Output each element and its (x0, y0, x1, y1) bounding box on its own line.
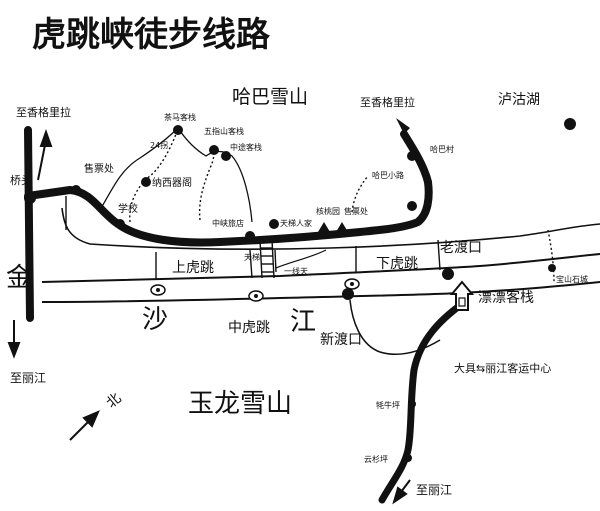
ladder-symbol (259, 239, 275, 279)
marker-tea-horse (173, 125, 183, 135)
label-tianti-inn: 天梯人家 (280, 218, 312, 228)
connector-laodukou (437, 239, 441, 271)
marker-zhongxia (245, 231, 255, 241)
arrow-to-lijiang-left (7, 320, 21, 359)
marker-five-finger (209, 145, 219, 155)
label-xindukou: 新渡口 (320, 332, 362, 348)
mountain-outline (99, 126, 253, 223)
label-tianti: 天梯 (244, 252, 260, 262)
marker-haba-path (407, 201, 417, 211)
marker-ticket-office-1 (71, 185, 81, 195)
river-north-bank (41, 253, 600, 283)
label-ticket-office-2: 售票处 (344, 206, 368, 216)
label-piaopiao-inn: 漂漂客栈 (478, 289, 534, 306)
label-river-jiang: 江 (290, 307, 316, 337)
marker-ticket-office-2 (336, 222, 348, 232)
label-naxi-inn: 纳西器阁 (152, 176, 192, 189)
label-river-sha: 沙 (142, 305, 168, 335)
label-haba-village: 哈巴村 (430, 144, 454, 154)
label-lugu-lake: 泸沽湖 (498, 92, 540, 108)
label-tea-horse-inn: 茶马客栈 (164, 112, 196, 122)
arrow-to-lijiang-bottom (392, 479, 411, 505)
trail-dotted-1 (129, 133, 177, 223)
label-yunshanping: 云杉坪 (364, 454, 388, 464)
label-yulong-mountain: 玉龙雪山 (188, 389, 292, 419)
label-halfway-inn: 中途客栈 (230, 142, 262, 152)
qiaotou-road (24, 126, 34, 322)
label-laodukou: 老渡口 (440, 240, 482, 256)
trail-dotted-4 (547, 229, 555, 283)
yixiantian-path (275, 249, 327, 269)
label-maoniuping: 牦牛坪 (376, 400, 400, 410)
arrow-to-shangrila-right (396, 118, 410, 134)
marker-zhonghutiao-ring (248, 290, 264, 302)
label-to-lijiang-bottom: 至丽江 (416, 483, 452, 497)
river-south-bank (41, 281, 600, 303)
label-zhongxia-hotel: 中峡旅店 (212, 218, 244, 228)
north-arrow (69, 410, 100, 441)
label-yixiantian: 一线天 (284, 266, 308, 276)
marker-viewing-platform (318, 222, 330, 232)
label-ticket-office-1: 售票处 (84, 162, 114, 175)
label-shanghutiao: 上虎跳 (172, 260, 214, 276)
north-road (61, 207, 600, 250)
label-baoshan-stone: 宝山石城 (556, 274, 588, 284)
connector-yixiantian (274, 249, 277, 273)
label-24-bends: 24拐 (150, 140, 168, 150)
label-daju-transit: 大具⇆丽江客运中心 (454, 361, 551, 375)
marker-halfway (221, 151, 231, 161)
map-title: 虎跳峡徒步线路 (32, 15, 271, 55)
marker-xiahutiao-ring (344, 278, 360, 290)
marker-shanghutiao-ring (150, 284, 166, 296)
label-to-lijiang-left: 至丽江 (10, 371, 46, 385)
label-school: 学校 (118, 202, 138, 215)
marker-school (115, 219, 125, 229)
marker-baoshan (548, 264, 556, 272)
label-haba-mountain: 哈巴雪山 (232, 86, 308, 108)
label-haba-path: 哈巴小路 (372, 170, 404, 180)
marker-tianti-inn (269, 219, 279, 229)
arrow-to-shangrila-left (37, 129, 53, 181)
trail-dotted-2 (198, 149, 215, 221)
label-zhonghutiao: 中虎跳 (228, 320, 270, 336)
connector-tianti (249, 249, 253, 279)
marker-maoniuping (408, 400, 416, 408)
label-to-shangrila-left: 至香格里拉 (16, 105, 71, 119)
marker-naxi (141, 177, 151, 187)
label-five-finger-inn: 五指山客栈 (204, 126, 244, 136)
label-viewing-platform: 核桃园 (316, 206, 340, 216)
marker-haba-village (407, 151, 417, 161)
marker-xindukou (342, 288, 354, 300)
marker-laodukou (442, 268, 454, 280)
marker-qiaotou (24, 192, 36, 204)
label-to-shangrila-right: 至香格里拉 (360, 95, 415, 109)
label-river-jin: 金 (6, 263, 32, 293)
marker-yunshanping (404, 454, 412, 462)
marker-lugu-lake (564, 118, 576, 130)
trail-dotted-3 (351, 175, 369, 213)
label-xiahutiao: 下虎跳 (376, 256, 418, 272)
label-qiaotou: 桥头 (10, 174, 32, 187)
label-north: 北 (104, 390, 125, 411)
house-icon (449, 280, 475, 311)
